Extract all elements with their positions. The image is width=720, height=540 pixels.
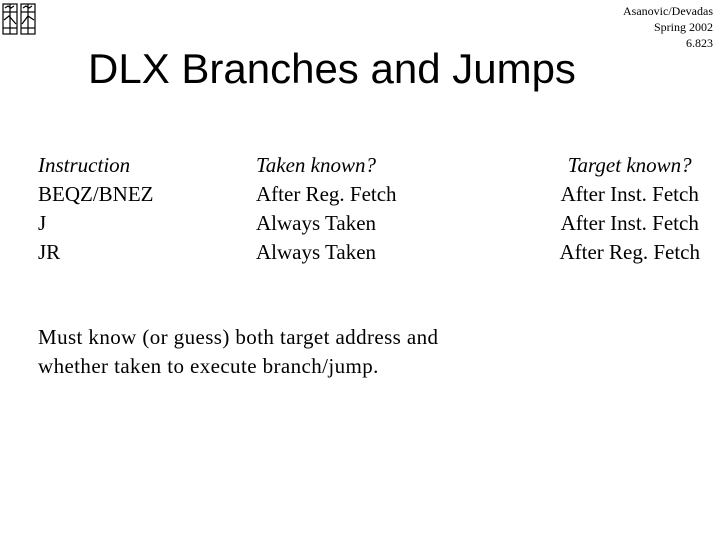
note-line: whether taken to execute branch/jump. xyxy=(38,354,379,378)
column-heading: Target known? xyxy=(567,153,692,177)
header-info: Asanovic/Devadas Spring 2002 6.823 xyxy=(623,3,713,51)
table-cell: After Reg. Fetch xyxy=(559,240,700,264)
table-cell: JR xyxy=(38,240,61,264)
table-cell: Always Taken xyxy=(256,240,377,264)
column-heading: Taken known? xyxy=(256,153,376,177)
mit-logo-icon xyxy=(2,3,36,35)
column-heading: Instruction xyxy=(38,153,131,177)
author-label: Asanovic/Devadas xyxy=(623,4,713,18)
instruction-column: Instruction BEQZ/BNEZ J JR xyxy=(38,151,154,267)
taken-known-column: Taken known? After Reg. Fetch Always Tak… xyxy=(256,151,397,267)
table-cell: After Reg. Fetch xyxy=(256,182,397,206)
table-cell: J xyxy=(38,211,47,235)
course-label: 6.823 xyxy=(686,36,713,50)
term-label: Spring 2002 xyxy=(653,20,713,34)
page-title: DLX Branches and Jumps xyxy=(88,45,576,92)
summary-note: Must know (or guess) both target address… xyxy=(38,323,438,381)
table-cell: After Inst. Fetch xyxy=(560,211,699,235)
table-cell: After Inst. Fetch xyxy=(560,182,699,206)
target-known-column: Target known? After Inst. Fetch After In… xyxy=(559,151,700,267)
table-cell: BEQZ/BNEZ xyxy=(38,182,154,206)
note-line: Must know (or guess) both target address… xyxy=(38,325,439,349)
table-cell: Always Taken xyxy=(256,211,377,235)
